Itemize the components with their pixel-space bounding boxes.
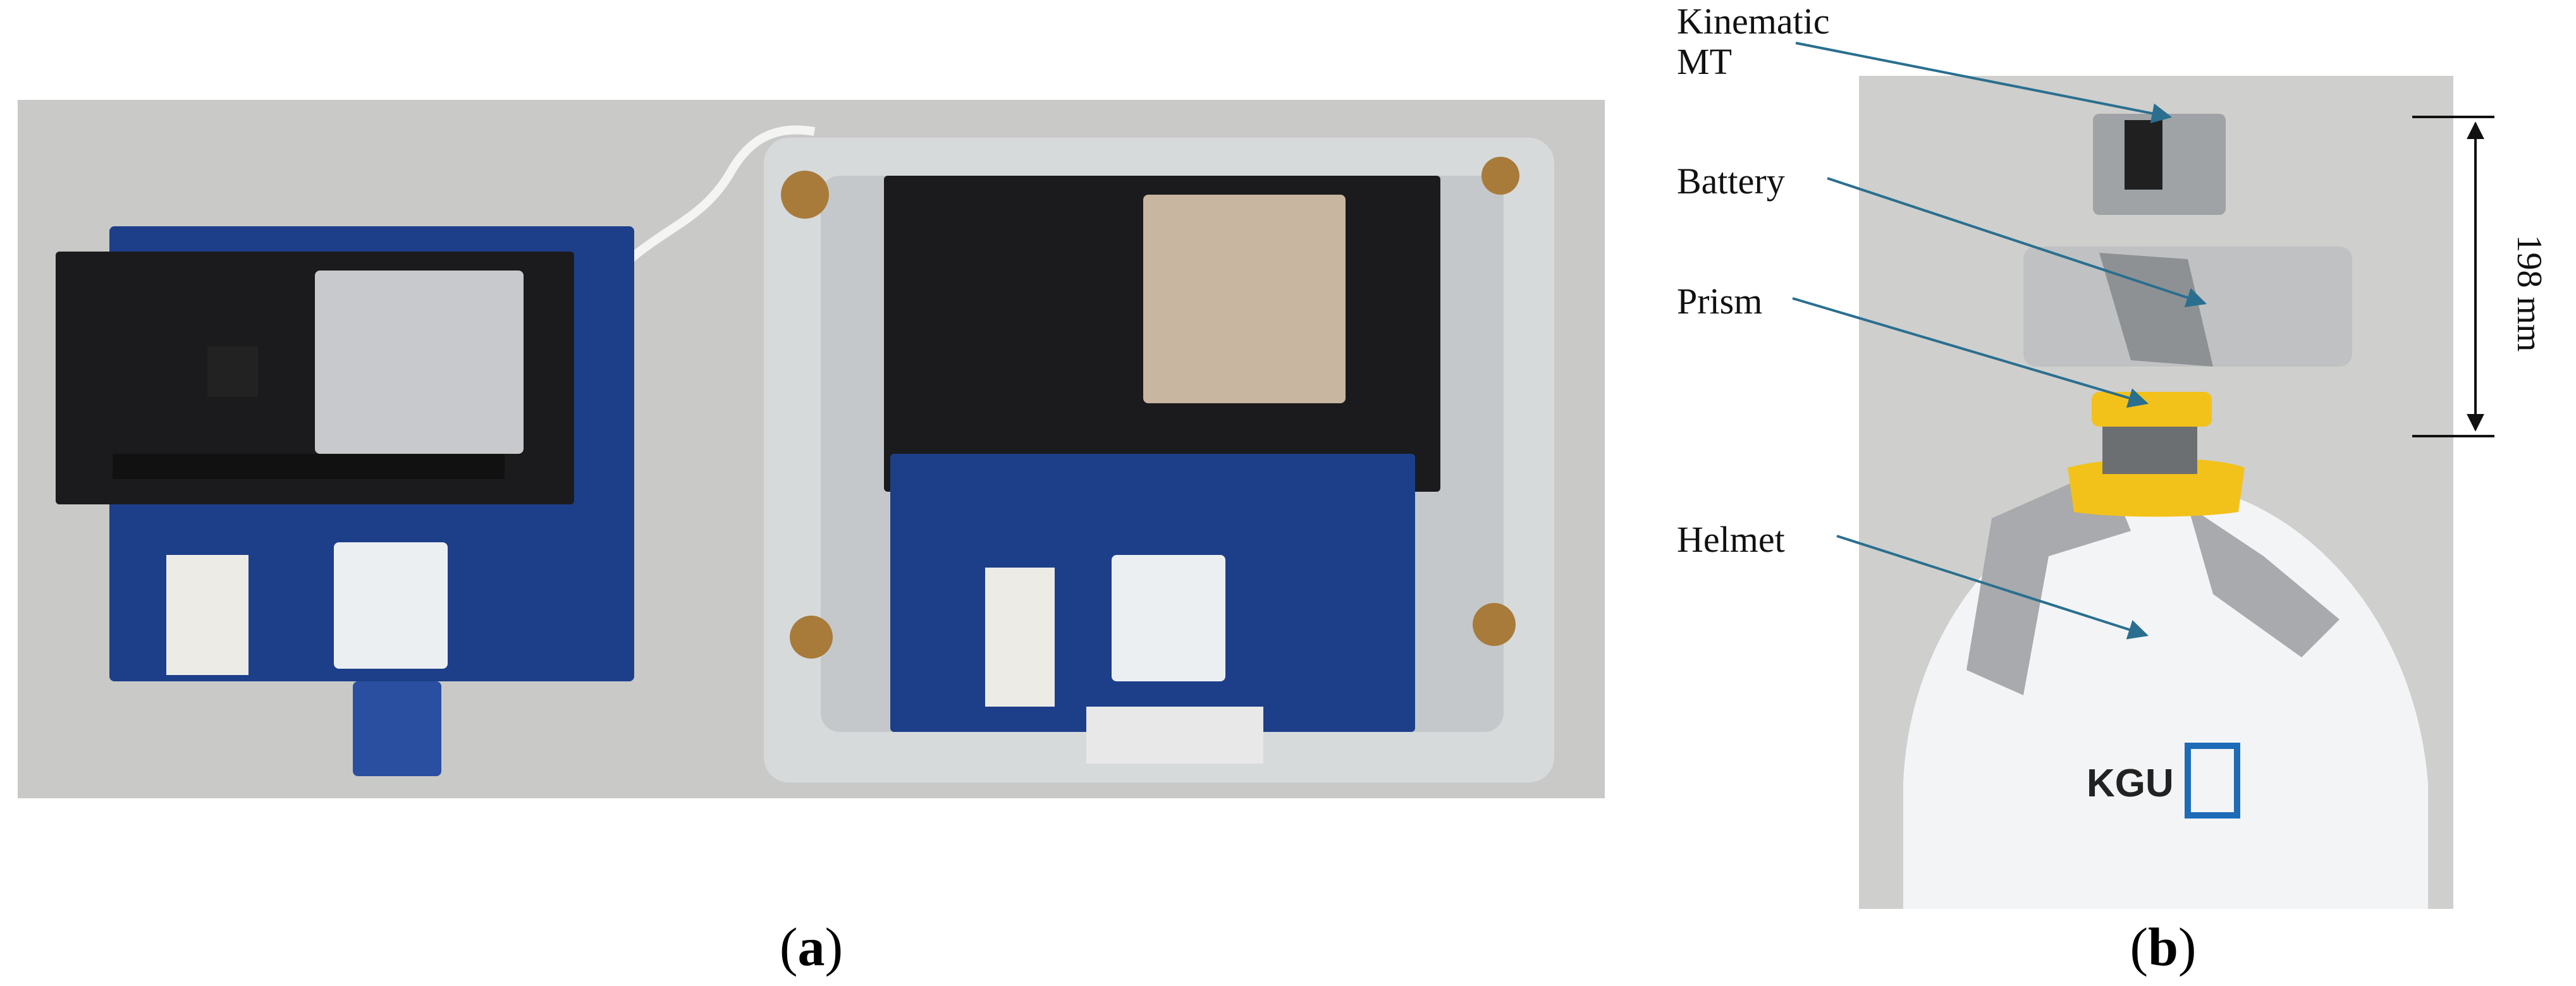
label-kinematic-mt: Kinematic MT [1677, 1, 1830, 82]
right-enclosure [764, 138, 1554, 782]
label-prism: Prism [1677, 281, 1763, 322]
label-battery: Battery [1677, 161, 1785, 202]
enclosure-slot [1086, 707, 1263, 764]
brass-insert-tr [1481, 157, 1519, 195]
photo-panel-b: KGU [1859, 76, 2453, 909]
right-wifi-module [1143, 195, 1346, 403]
brass-insert-bl [790, 616, 833, 659]
right-gnss-module [1112, 555, 1225, 681]
photo-panel-a [18, 100, 1605, 798]
left-pin-header [113, 454, 505, 479]
helmet-photo: KGU [1859, 76, 2453, 909]
helmet-logo: KGU [2087, 762, 2174, 805]
prism-ring [2092, 392, 2212, 427]
brass-insert-br [1473, 603, 1516, 646]
boards-photo [18, 100, 1605, 798]
right-connector [985, 568, 1055, 707]
caption-b: (b) [2130, 916, 2197, 977]
left-gnss-module [334, 542, 448, 669]
left-chip [207, 346, 258, 397]
dimension-label: 198 mm [2510, 234, 2549, 352]
caption-a: (a) [779, 916, 843, 977]
kinematic-mt-board [2125, 120, 2162, 190]
helmet-tape-right [2188, 506, 2340, 657]
left-connector [166, 555, 248, 675]
helmet-tape-left [1966, 468, 2131, 695]
white-cable [602, 125, 816, 286]
brass-insert-tl [781, 171, 829, 219]
left-board [56, 226, 634, 776]
left-antenna [353, 681, 441, 776]
left-wifi-module [315, 271, 524, 454]
helmet-logo-frame [2185, 743, 2240, 819]
label-helmet: Helmet [1677, 519, 1785, 560]
